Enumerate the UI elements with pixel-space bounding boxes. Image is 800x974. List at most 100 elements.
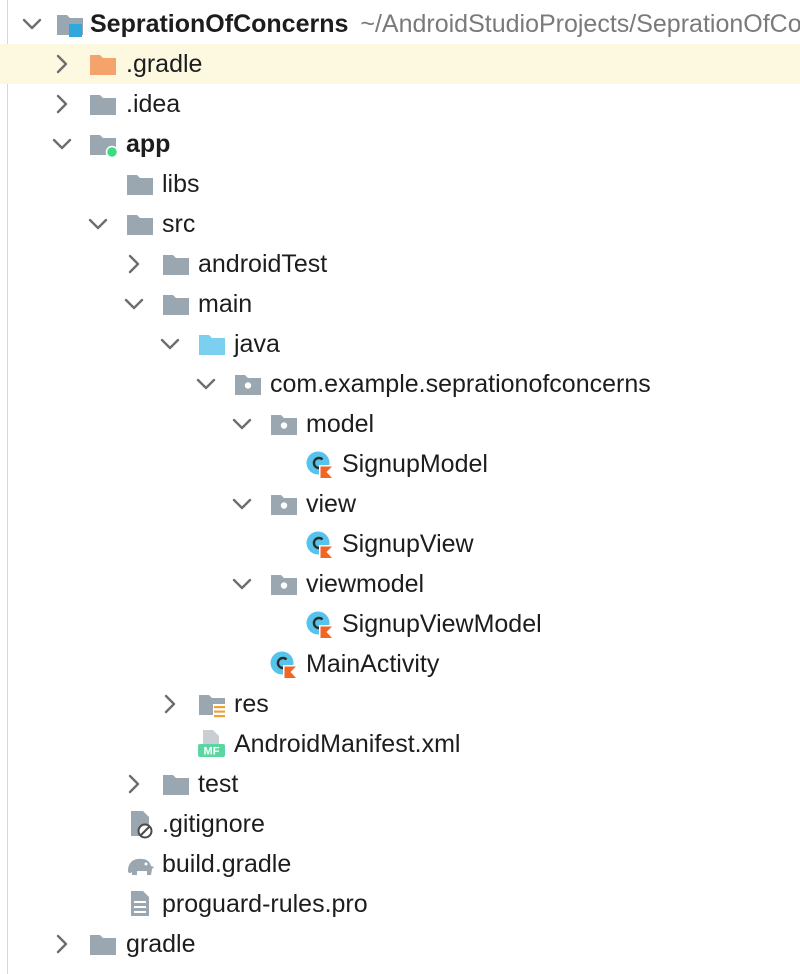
- tree-row-signup-viewmodel-file[interactable]: SignupViewModel: [0, 604, 800, 644]
- row-label-text: build.gradle: [162, 850, 292, 878]
- chevron-right-icon[interactable]: [48, 930, 76, 958]
- tree-row-src-folder[interactable]: src: [0, 204, 800, 244]
- row-label-text: main: [198, 290, 253, 318]
- idea-folder-label: .idea: [126, 89, 180, 119]
- row-label-text: .idea: [126, 90, 181, 118]
- row-label-text: SeprationOfConcerns: [90, 10, 349, 38]
- row-label-text: SignupView: [342, 530, 474, 558]
- module-folder-icon: [55, 9, 85, 39]
- chevron-down-icon[interactable]: [48, 130, 76, 158]
- tree-row-signup-view-file[interactable]: SignupView: [0, 524, 800, 564]
- row-label-text: SignupModel: [342, 450, 488, 478]
- folder-icon: [161, 249, 191, 279]
- package-icon: [269, 489, 299, 519]
- chevron-right-icon[interactable]: [120, 770, 148, 798]
- folder-icon: [161, 289, 191, 319]
- row-label-text: test: [198, 770, 239, 798]
- row-label-text: MainActivity: [306, 650, 440, 678]
- row-label-text: model: [306, 410, 375, 438]
- gradle-folder-label: gradle: [126, 929, 196, 959]
- tree-row-proguard-rules-file[interactable]: proguard-rules.pro: [0, 884, 800, 924]
- test-folder-label: test: [198, 769, 238, 799]
- row-label-text: com.example.seprationofconcerns: [270, 370, 651, 398]
- tree-row-signup-model-file[interactable]: SignupModel: [0, 444, 800, 484]
- tree-row-project-root[interactable]: SeprationOfConcerns ~/AndroidStudioProjec…: [0, 4, 800, 44]
- tree-row-java-folder[interactable]: java: [0, 324, 800, 364]
- chevron-down-icon[interactable]: [84, 210, 112, 238]
- tree-row-res-folder[interactable]: res: [0, 684, 800, 724]
- tree-row-model-package[interactable]: model: [0, 404, 800, 444]
- signup-viewmodel-file-label: SignupViewModel: [342, 609, 542, 639]
- chevron-down-icon[interactable]: [228, 490, 256, 518]
- project-path: ~/AndroidStudioProjects/SeprationOfConce…: [360, 10, 800, 38]
- tree-row-main-folder[interactable]: main: [0, 284, 800, 324]
- tree-row-android-manifest-file[interactable]: MF AndroidManifest.xml: [0, 724, 800, 764]
- row-label-text: proguard-rules.pro: [162, 890, 368, 918]
- tree-row-app-module[interactable]: app: [0, 124, 800, 164]
- row-label-text: AndroidManifest.xml: [234, 730, 461, 758]
- row-label-text: view: [306, 490, 357, 518]
- tree-row-androidtest-folder[interactable]: androidTest: [0, 244, 800, 284]
- signup-model-file-label: SignupModel: [342, 449, 488, 479]
- main-activity-file-label: MainActivity: [306, 649, 439, 679]
- chevron-down-icon[interactable]: [120, 290, 148, 318]
- folder-icon: [88, 929, 118, 959]
- svg-text:MF: MF: [204, 746, 220, 758]
- kotlin-class-icon: [305, 609, 335, 639]
- chevron-right-icon[interactable]: [48, 50, 76, 78]
- signup-view-file-label: SignupView: [342, 529, 474, 559]
- tree-row-test-folder[interactable]: test: [0, 764, 800, 804]
- source-root-folder-icon: [197, 329, 227, 359]
- excluded-folder-icon: [88, 49, 118, 79]
- src-folder-label: src: [162, 209, 195, 239]
- project-root-label: SeprationOfConcerns ~/AndroidStudioProjec…: [90, 9, 800, 39]
- main-folder-label: main: [198, 289, 252, 319]
- folder-icon: [125, 209, 155, 239]
- view-package-label: view: [306, 489, 356, 519]
- app-module-label: app: [126, 129, 170, 159]
- row-label-text: res: [234, 690, 269, 718]
- java-folder-label: java: [234, 329, 280, 359]
- androidtest-folder-label: androidTest: [198, 249, 327, 279]
- kotlin-class-icon: [305, 449, 335, 479]
- row-label-text: src: [162, 210, 196, 238]
- package-icon: [269, 409, 299, 439]
- chevron-down-icon[interactable]: [18, 10, 46, 38]
- chevron-right-icon[interactable]: [120, 250, 148, 278]
- chevron-down-icon[interactable]: [228, 410, 256, 438]
- row-label-text: SignupViewModel: [342, 610, 542, 638]
- chevron-right-icon[interactable]: [48, 90, 76, 118]
- tree-row-gitignore-file[interactable]: .gitignore: [0, 804, 800, 844]
- row-label-text: java: [234, 330, 280, 358]
- chevron-down-icon[interactable]: [228, 570, 256, 598]
- tree-row-view-package[interactable]: view: [0, 484, 800, 524]
- android-manifest-file-label: AndroidManifest.xml: [234, 729, 460, 759]
- tree-row-package-root[interactable]: com.example.seprationofconcerns: [0, 364, 800, 404]
- model-package-label: model: [306, 409, 374, 439]
- package-root-label: com.example.seprationofconcerns: [270, 369, 651, 399]
- tree-row-gradle-folder[interactable]: gradle: [0, 924, 800, 964]
- res-folder-label: res: [234, 689, 269, 719]
- tree-row-build-gradle-file[interactable]: build.gradle: [0, 844, 800, 884]
- libs-folder-label: libs: [162, 169, 200, 199]
- kotlin-class-icon: [269, 649, 299, 679]
- tree-row-libs-folder[interactable]: libs: [0, 164, 800, 204]
- chevron-down-icon[interactable]: [156, 330, 184, 358]
- tree-row-idea-folder[interactable]: .idea: [0, 84, 800, 124]
- row-label-text: androidTest: [198, 250, 328, 278]
- row-label-text: .gradle: [126, 50, 203, 78]
- package-icon: [233, 369, 263, 399]
- text-file-icon: [125, 889, 155, 919]
- package-icon: [269, 569, 299, 599]
- chevron-right-icon[interactable]: [156, 690, 184, 718]
- viewmodel-package-label: viewmodel: [306, 569, 424, 599]
- tree-row-viewmodel-package[interactable]: viewmodel: [0, 564, 800, 604]
- gradle-elephant-icon: [125, 849, 155, 879]
- tree-row-gradle-cache-folder[interactable]: .gradle: [0, 44, 800, 84]
- tree-row-main-activity-file[interactable]: MainActivity: [0, 644, 800, 684]
- gitignore-file-label: .gitignore: [162, 809, 265, 839]
- chevron-down-icon[interactable]: [192, 370, 220, 398]
- resources-folder-icon: [197, 689, 227, 719]
- row-label-text: app: [126, 130, 171, 158]
